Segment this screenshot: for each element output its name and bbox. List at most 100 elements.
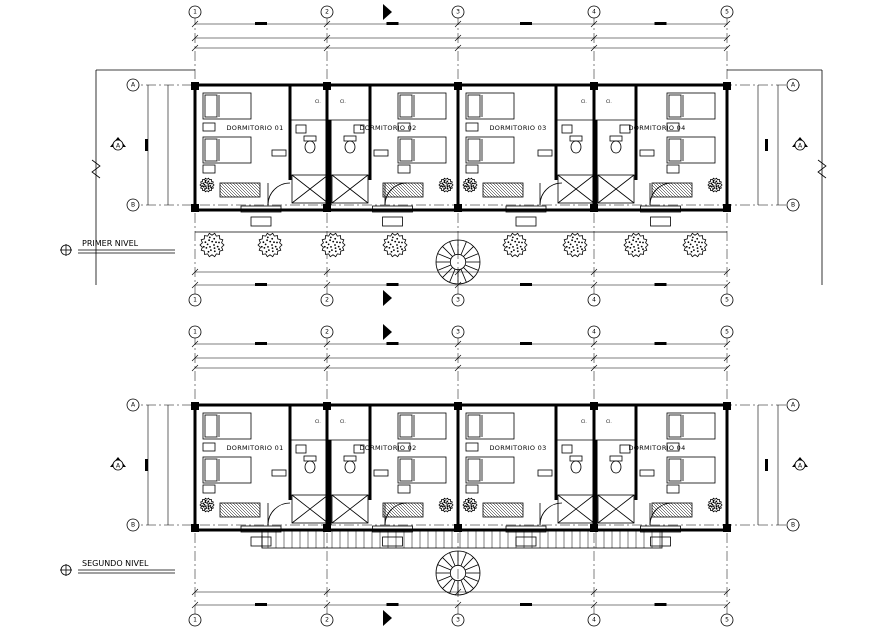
dimension-text-block (654, 342, 667, 345)
tag-box (639, 469, 655, 477)
spiral-stair-tread (437, 575, 452, 582)
garden-tree-6-dot (571, 239, 573, 242)
wardrobe-3-line (504, 502, 520, 518)
garden-tree-2-canopy (257, 232, 283, 258)
dimension-text-block (520, 603, 532, 606)
toilet-bowl (610, 460, 622, 474)
section-marker-1: A (110, 137, 126, 151)
plant-3-dot (470, 180, 473, 183)
wardrobe-4-line (679, 182, 693, 196)
axis-bubble-left-B: B (126, 198, 140, 212)
plant-1-dot (210, 502, 213, 505)
garden-tree-3-dot (329, 236, 332, 239)
plant-2-dot (444, 507, 447, 509)
plant-3-dot (470, 507, 473, 510)
wardrobe-3-line (482, 510, 490, 518)
plant-2-dot (440, 505, 443, 507)
garden-tree-1 (199, 232, 225, 258)
garden-tree-6-dot (571, 236, 574, 239)
garden-tree-7-dot (634, 249, 636, 252)
plant-3-dot (471, 502, 474, 505)
plant-3-dot (470, 504, 473, 506)
closet-label: Cl. (581, 419, 587, 425)
sink (353, 444, 365, 454)
wardrobe-3-line (504, 182, 520, 198)
section-label: A (116, 463, 121, 470)
shower (597, 174, 635, 204)
garden-tree-7-dot (632, 239, 634, 242)
garden-tree-2-dot (267, 246, 269, 248)
axis-bubble-right-B-label: B (791, 522, 795, 529)
garden-tree-7-dot (637, 247, 640, 250)
closet-label: Cl. (340, 419, 346, 425)
wardrobe-1-line (219, 504, 233, 518)
bed-lower-2-frame (397, 456, 447, 484)
garden-tree-2-dot (271, 250, 274, 253)
garden-tree-4-dot (396, 237, 399, 240)
plant-1-dot (202, 505, 205, 508)
door-swing (267, 182, 291, 206)
garden-tree-7-dot (628, 241, 631, 244)
wardrobe-4-line (658, 182, 674, 198)
dimension-tick (590, 281, 598, 289)
garden-tree-5-dot (509, 243, 512, 246)
dimension-tick (723, 354, 731, 362)
plant-3-dot (465, 182, 468, 185)
wardrobe-4 (651, 182, 693, 198)
night-table (666, 484, 680, 494)
wardrobe-4-line (679, 502, 693, 516)
exterior-wall (193, 83, 729, 212)
garden-tree-1-dot (216, 245, 219, 248)
bed-lower-4-frame (666, 456, 716, 484)
wardrobe-1-line (238, 182, 254, 198)
wardrobe-4-line (688, 502, 693, 507)
axis-bubble-bottom-4: 4 (587, 293, 601, 307)
axis-bubble-top-4: 4 (587, 325, 601, 339)
plant-3-dot (470, 187, 473, 190)
north-marker (383, 4, 392, 20)
wardrobe-4-line (651, 187, 662, 198)
level-label: PRIMER NIVEL (82, 239, 139, 248)
axis-bubble-bottom-4-label: 4 (592, 617, 596, 624)
axis-bubble-bottom-1-label: 1 (193, 297, 197, 304)
garden-tree-1-dot (207, 250, 210, 253)
plant-2 (438, 497, 454, 513)
dimension-tick (191, 281, 199, 289)
garden-tree-2-dot (271, 244, 273, 246)
spiral-stair-tread (464, 264, 479, 271)
spiral-stair-tread (464, 564, 479, 571)
column (323, 82, 331, 90)
wardrobe-1-line (253, 502, 261, 510)
plant-4-dot (715, 500, 718, 503)
garden-tree-6-dot (567, 241, 570, 244)
section-circle (112, 459, 124, 471)
garden-tree-8-dot (688, 247, 691, 249)
wardrobe-1-line (256, 502, 261, 507)
wardrobe-1-line (235, 182, 251, 198)
bed-lower-4 (666, 456, 716, 484)
plant-4-dot (715, 180, 718, 183)
dimension-text-block (255, 22, 267, 25)
bed-lower-2 (397, 456, 447, 484)
plant-1-dot (204, 499, 207, 502)
wardrobe-2-line (382, 193, 387, 198)
plant-1-dot (205, 507, 208, 509)
axis-bubble-bottom-1-label: 1 (193, 617, 197, 624)
wardrobe-4-line (682, 182, 693, 193)
wardrobe-3-line (489, 182, 505, 198)
shower (291, 494, 329, 524)
garden-tree-5-dot (521, 241, 523, 244)
window-tag (515, 536, 537, 547)
bed-lower-4-pillow (668, 138, 682, 162)
spiral-stair-tread (449, 579, 456, 594)
plant-4-dot (710, 505, 713, 508)
column (191, 402, 199, 410)
garden-tree-2-dot (269, 240, 272, 243)
wardrobe-1-line (219, 184, 233, 198)
plant-1-dot (208, 502, 211, 505)
room-label-4: DORMITORIO 04 (628, 124, 685, 132)
wardrobe-2-line (382, 190, 390, 198)
plant-4-dot (710, 502, 713, 505)
wardrobe-3-line (519, 502, 524, 507)
axis-bubble-top-4-circle (587, 5, 601, 19)
